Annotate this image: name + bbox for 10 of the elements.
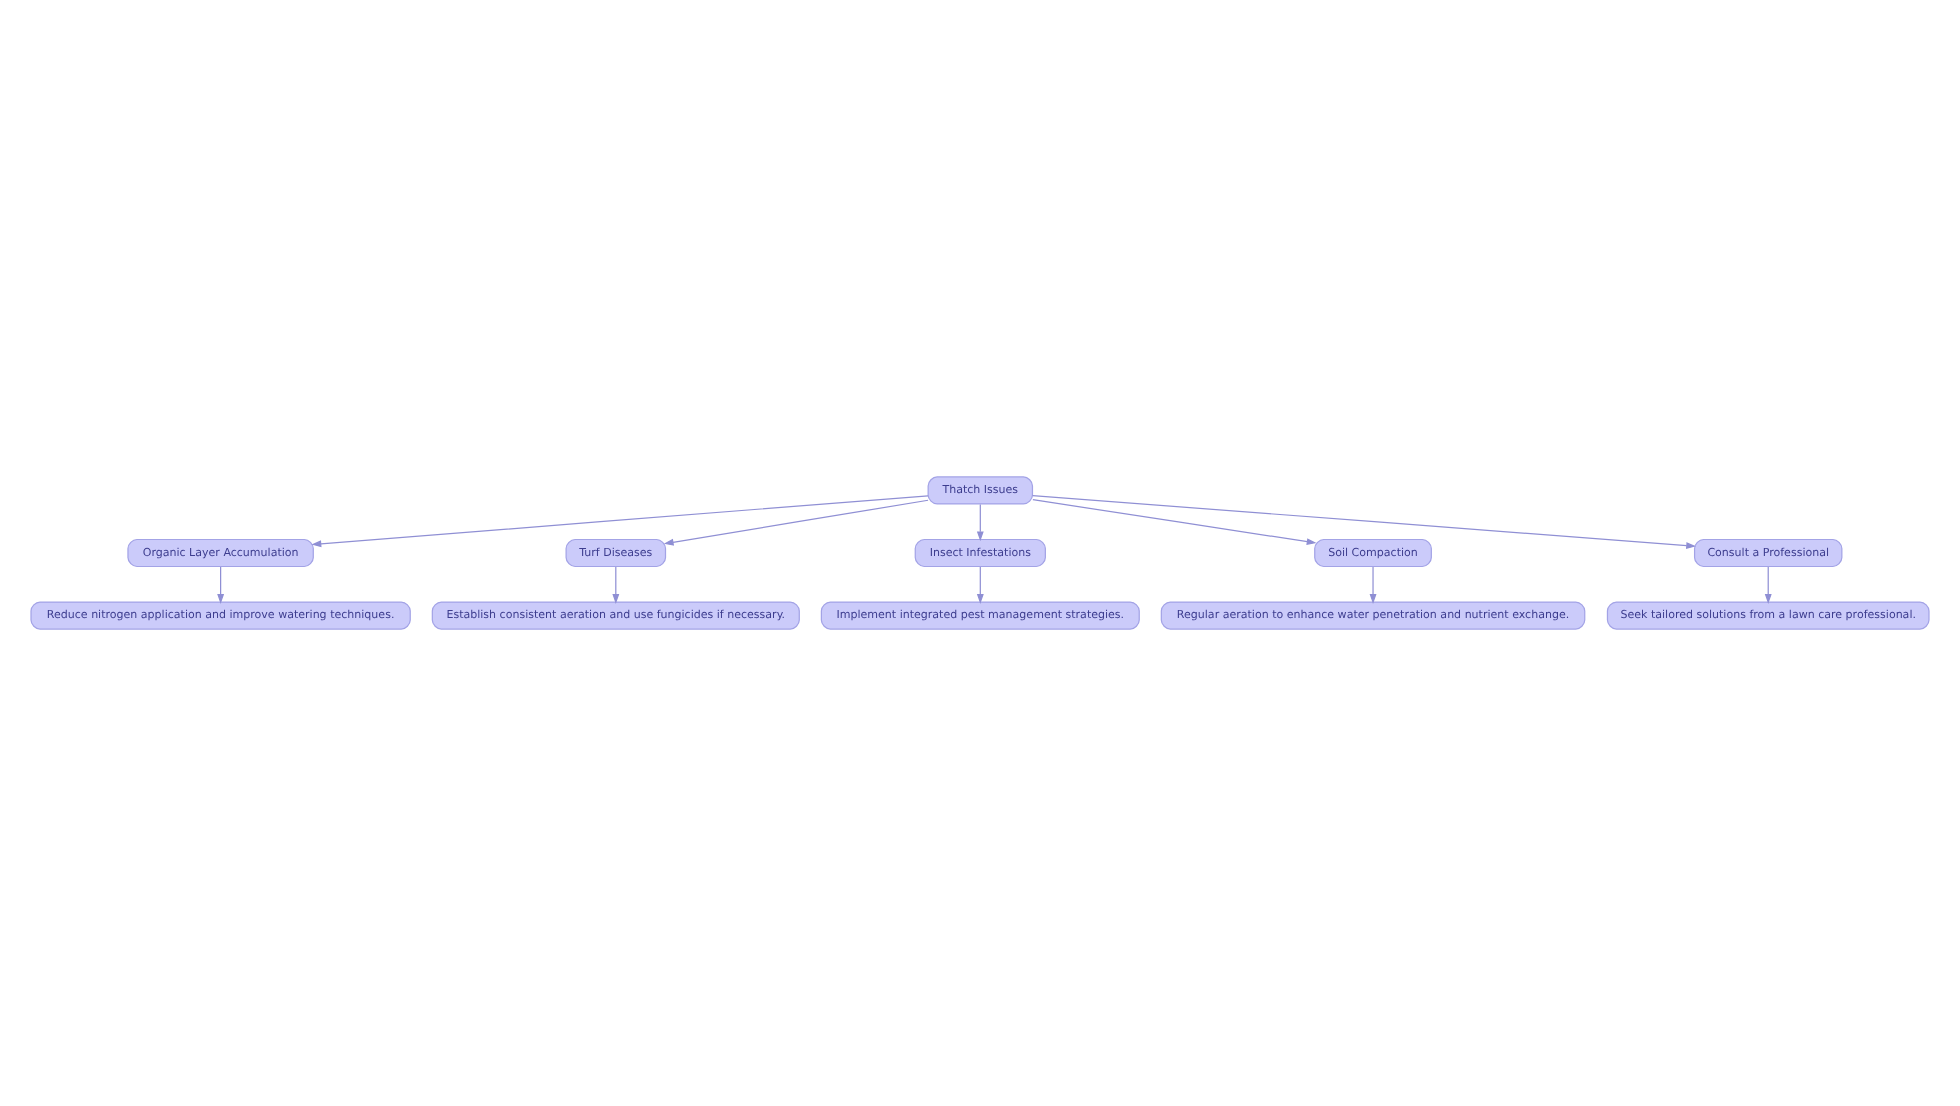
arrow — [217, 566, 225, 604]
arrow — [1369, 566, 1377, 604]
arrow — [1764, 566, 1772, 604]
arrow — [1032, 499, 1317, 546]
arrow — [311, 495, 929, 548]
arrow — [1032, 495, 1697, 549]
arrow — [976, 503, 984, 542]
arrow — [612, 566, 620, 604]
arrow — [663, 499, 929, 546]
arrow — [976, 566, 984, 604]
